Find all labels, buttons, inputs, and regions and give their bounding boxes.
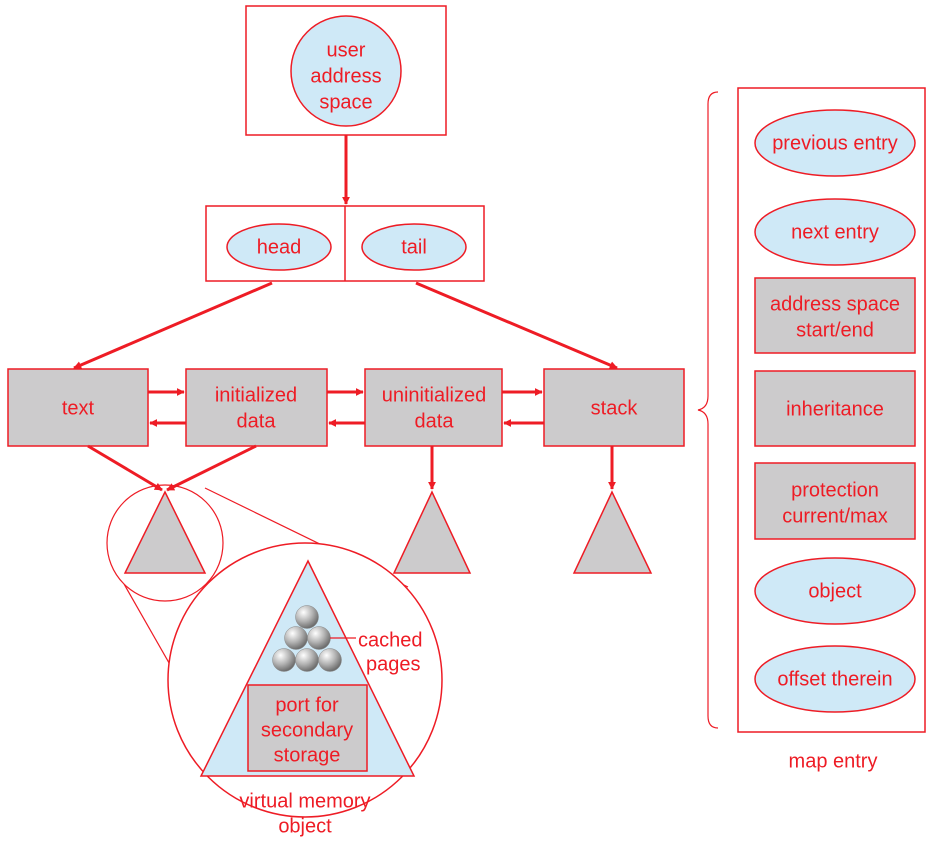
region-initialized-data: initialized data <box>185 368 328 447</box>
inheritance-box <box>754 370 916 447</box>
object-label: object <box>808 580 862 602</box>
page-sphere <box>295 605 319 629</box>
cached-pages-label-1: cached <box>358 629 423 651</box>
text-box <box>7 368 149 447</box>
list-head-tail: head tail <box>205 205 485 282</box>
object-ellipse <box>754 557 916 625</box>
virtual-memory-object: cached pages port for secondary storage … <box>167 542 443 837</box>
arrow-text-to-object <box>87 444 163 492</box>
user-address-space-label-3: space <box>319 91 372 113</box>
uninitialized-data-label-1: uninitialized <box>382 384 487 406</box>
offset-therein-ellipse <box>754 645 916 713</box>
text-label: text <box>62 397 95 419</box>
head-ellipse <box>226 223 332 271</box>
page-sphere <box>272 648 296 672</box>
port-label-1: port for <box>275 694 339 716</box>
zoom-circle-small <box>106 484 224 602</box>
stack-label: stack <box>591 397 639 419</box>
protection-label-2: current/max <box>782 505 888 527</box>
protection-box <box>754 462 916 540</box>
cached-pages-spheres <box>272 605 342 672</box>
vm-object-caption-1: virtual memory <box>239 790 370 812</box>
head-label: head <box>257 236 302 258</box>
user-address-space-ellipse <box>290 15 402 127</box>
arrow-head-to-text <box>73 281 273 370</box>
initialized-data-label-2: data <box>237 410 277 432</box>
cached-pages-label-2: pages <box>366 653 421 675</box>
next-entry-label: next entry <box>791 221 879 243</box>
port-label-2: secondary <box>261 719 353 741</box>
user-address-space-label-2: address <box>310 65 381 87</box>
offset-therein-label: offset therein <box>777 668 892 690</box>
map-entry-caption: map entry <box>789 750 878 772</box>
page-sphere <box>307 626 331 650</box>
user-address-space-label-1: user <box>327 39 366 61</box>
uninitialized-data-label-2: data <box>415 410 455 432</box>
page-sphere <box>295 648 319 672</box>
next-entry-ellipse <box>754 198 916 266</box>
address-space-label-2: start/end <box>796 319 874 341</box>
map-entry-brace <box>697 91 719 729</box>
uninitialized-object-triangle <box>392 490 472 574</box>
port-label-3: storage <box>274 744 341 766</box>
stack-box <box>543 368 685 447</box>
initialized-data-label-1: initialized <box>215 384 297 406</box>
inheritance-label: inheritance <box>786 398 884 420</box>
region-text: text <box>7 368 149 447</box>
previous-entry-label: previous entry <box>772 132 898 154</box>
port-secondary-storage-box <box>247 684 368 772</box>
initialized-data-box <box>185 368 328 447</box>
arrow-initialized-to-object <box>166 444 257 492</box>
region-stack: stack <box>543 368 685 447</box>
tail-ellipse <box>361 223 467 271</box>
page-sphere <box>318 648 342 672</box>
page-sphere <box>284 626 308 650</box>
region-uninitialized-data: uninitialized data <box>364 368 503 447</box>
text-object-triangle <box>123 490 207 574</box>
user-address-space: user address space <box>245 5 447 136</box>
tail-label: tail <box>401 236 427 258</box>
address-space-box <box>754 277 916 354</box>
stack-object-triangle <box>572 490 653 574</box>
protection-label-1: protection <box>791 479 879 501</box>
previous-entry-ellipse <box>754 109 916 177</box>
arrow-tail-to-stack <box>415 281 618 370</box>
address-space-label-1: address space <box>770 293 900 315</box>
vm-object-caption-2: object <box>278 815 332 837</box>
uninitialized-data-box <box>364 368 503 447</box>
map-entry: previous entry next entry address space … <box>737 87 926 733</box>
